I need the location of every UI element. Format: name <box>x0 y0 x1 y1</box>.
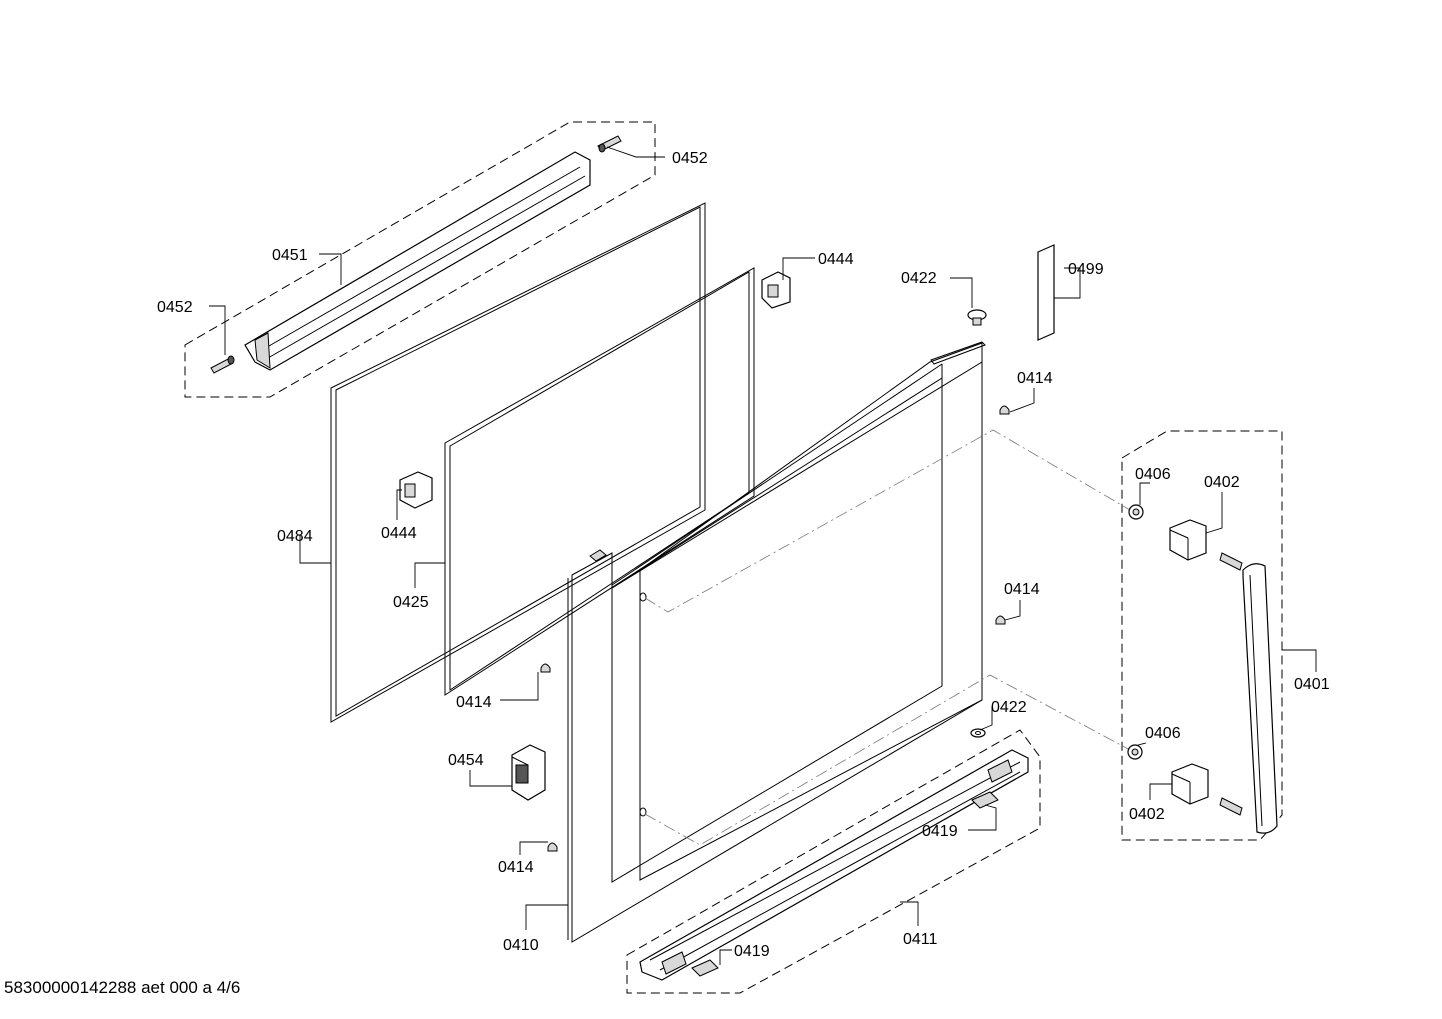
label-0422-top: 0422 <box>901 270 937 287</box>
label-0452-top: 0452 <box>672 150 708 167</box>
label-0410: 0410 <box>503 937 539 954</box>
label-0422-bottom: 0422 <box>991 699 1027 716</box>
leader-0425 <box>414 562 445 588</box>
leader-0452b <box>209 305 226 355</box>
label-strip-0499 <box>1037 244 1055 341</box>
leader-0414b <box>500 672 539 701</box>
leader-0411 <box>900 901 919 926</box>
label-0414-upper-right: 0414 <box>1017 370 1053 387</box>
alignment-line-upper <box>644 429 1131 613</box>
leader-0444b <box>396 489 402 520</box>
label-0402-lower: 0402 <box>1129 806 1165 823</box>
top-trim-0451-rib2 <box>267 175 586 359</box>
top-trim-0451-end <box>254 332 271 369</box>
door-hole-upper <box>639 592 647 602</box>
clip-0419-left <box>691 959 719 977</box>
leader-0419a <box>968 804 997 831</box>
leader-0499 <box>1054 267 1081 299</box>
hinge-bracket-0444-left <box>399 471 433 509</box>
spacer-0406-lower <box>1127 744 1143 760</box>
label-0419-right: 0419 <box>922 823 958 840</box>
hinge-bracket-0444-top <box>761 271 791 309</box>
bottom-trim-0411 <box>639 749 1029 981</box>
leader-0451 <box>319 253 342 285</box>
label-0414-bottom: 0414 <box>498 859 534 876</box>
group-outline-bottom-trim <box>626 729 1041 994</box>
alignment-line-lower <box>644 674 1131 846</box>
glass-pane-0425-inner <box>449 271 750 691</box>
leader-0406b <box>1137 742 1147 746</box>
leader-0402b <box>1149 783 1172 800</box>
screw-0422-top <box>967 309 987 326</box>
label-0484: 0484 <box>277 528 313 545</box>
leader-0406a <box>1139 482 1150 505</box>
label-0414-lower: 0414 <box>456 694 492 711</box>
glass-pane-0484-inner <box>335 206 701 717</box>
leader-0422b <box>979 706 993 731</box>
leader-0414c <box>1004 600 1021 621</box>
leader-0419b <box>719 949 732 965</box>
handle-mount-0402-lower <box>1171 763 1209 805</box>
label-0401: 0401 <box>1294 676 1330 693</box>
inner-door-frame-top <box>611 363 943 586</box>
label-0411: 0411 <box>903 931 938 948</box>
label-0444-left: 0444 <box>381 525 417 542</box>
document-footer-id: 58300000142288 aet 000 a 4/6 <box>4 978 241 997</box>
label-0444-top: 0444 <box>818 251 854 268</box>
label-0452-bottom: 0452 <box>157 299 193 316</box>
label-0425: 0425 <box>393 594 429 611</box>
clip-0414-bottom <box>547 842 558 852</box>
leader-0454 <box>469 770 512 787</box>
label-0414-mid-right: 0414 <box>1004 581 1040 598</box>
label-0419-left: 0419 <box>734 943 770 960</box>
pin-0452-top <box>597 135 622 153</box>
door-hole-lower <box>639 807 647 817</box>
clip-0414-lower <box>540 663 551 673</box>
hinge-0454 <box>511 744 546 801</box>
glass-pane-0425 <box>444 267 755 696</box>
pin-0452-bottom <box>210 355 235 374</box>
door-front-0410 <box>571 361 983 943</box>
label-0402-upper: 0402 <box>1204 474 1240 491</box>
door-front-top-clips <box>589 549 607 562</box>
group-outline-top-trim <box>184 121 656 398</box>
leader-0452a <box>606 146 665 158</box>
group-outline-handle <box>1121 430 1283 841</box>
label-0406-lower: 0406 <box>1145 725 1181 742</box>
top-trim-0451-rib <box>261 166 581 351</box>
leader-0401 <box>1282 649 1317 672</box>
leader-0414a <box>1009 388 1035 413</box>
leader-0402a <box>1205 492 1223 534</box>
glass-pane-0484 <box>330 202 706 723</box>
label-0454: 0454 <box>448 752 484 769</box>
leader-0410 <box>525 904 568 930</box>
leader-0484 <box>299 535 331 564</box>
leader-0444a <box>782 257 815 280</box>
clip-0414-mid-right <box>995 615 1006 625</box>
label-0406-upper: 0406 <box>1135 466 1171 483</box>
handle-mount-0402-upper <box>1169 519 1207 561</box>
door-front-0410-window <box>611 377 943 883</box>
clip-0414-upper-right <box>999 405 1010 415</box>
clip-0419-right <box>971 791 999 809</box>
spacer-0406-upper <box>1128 504 1144 520</box>
label-0451: 0451 <box>272 247 308 264</box>
door-handle-bar <box>1219 552 1278 834</box>
label-0499: 0499 <box>1068 261 1104 278</box>
leader-0422a <box>950 277 973 308</box>
inner-door-frame-edge <box>930 341 986 365</box>
leader-0414d <box>519 841 548 855</box>
washer-0422-bottom <box>970 728 986 738</box>
